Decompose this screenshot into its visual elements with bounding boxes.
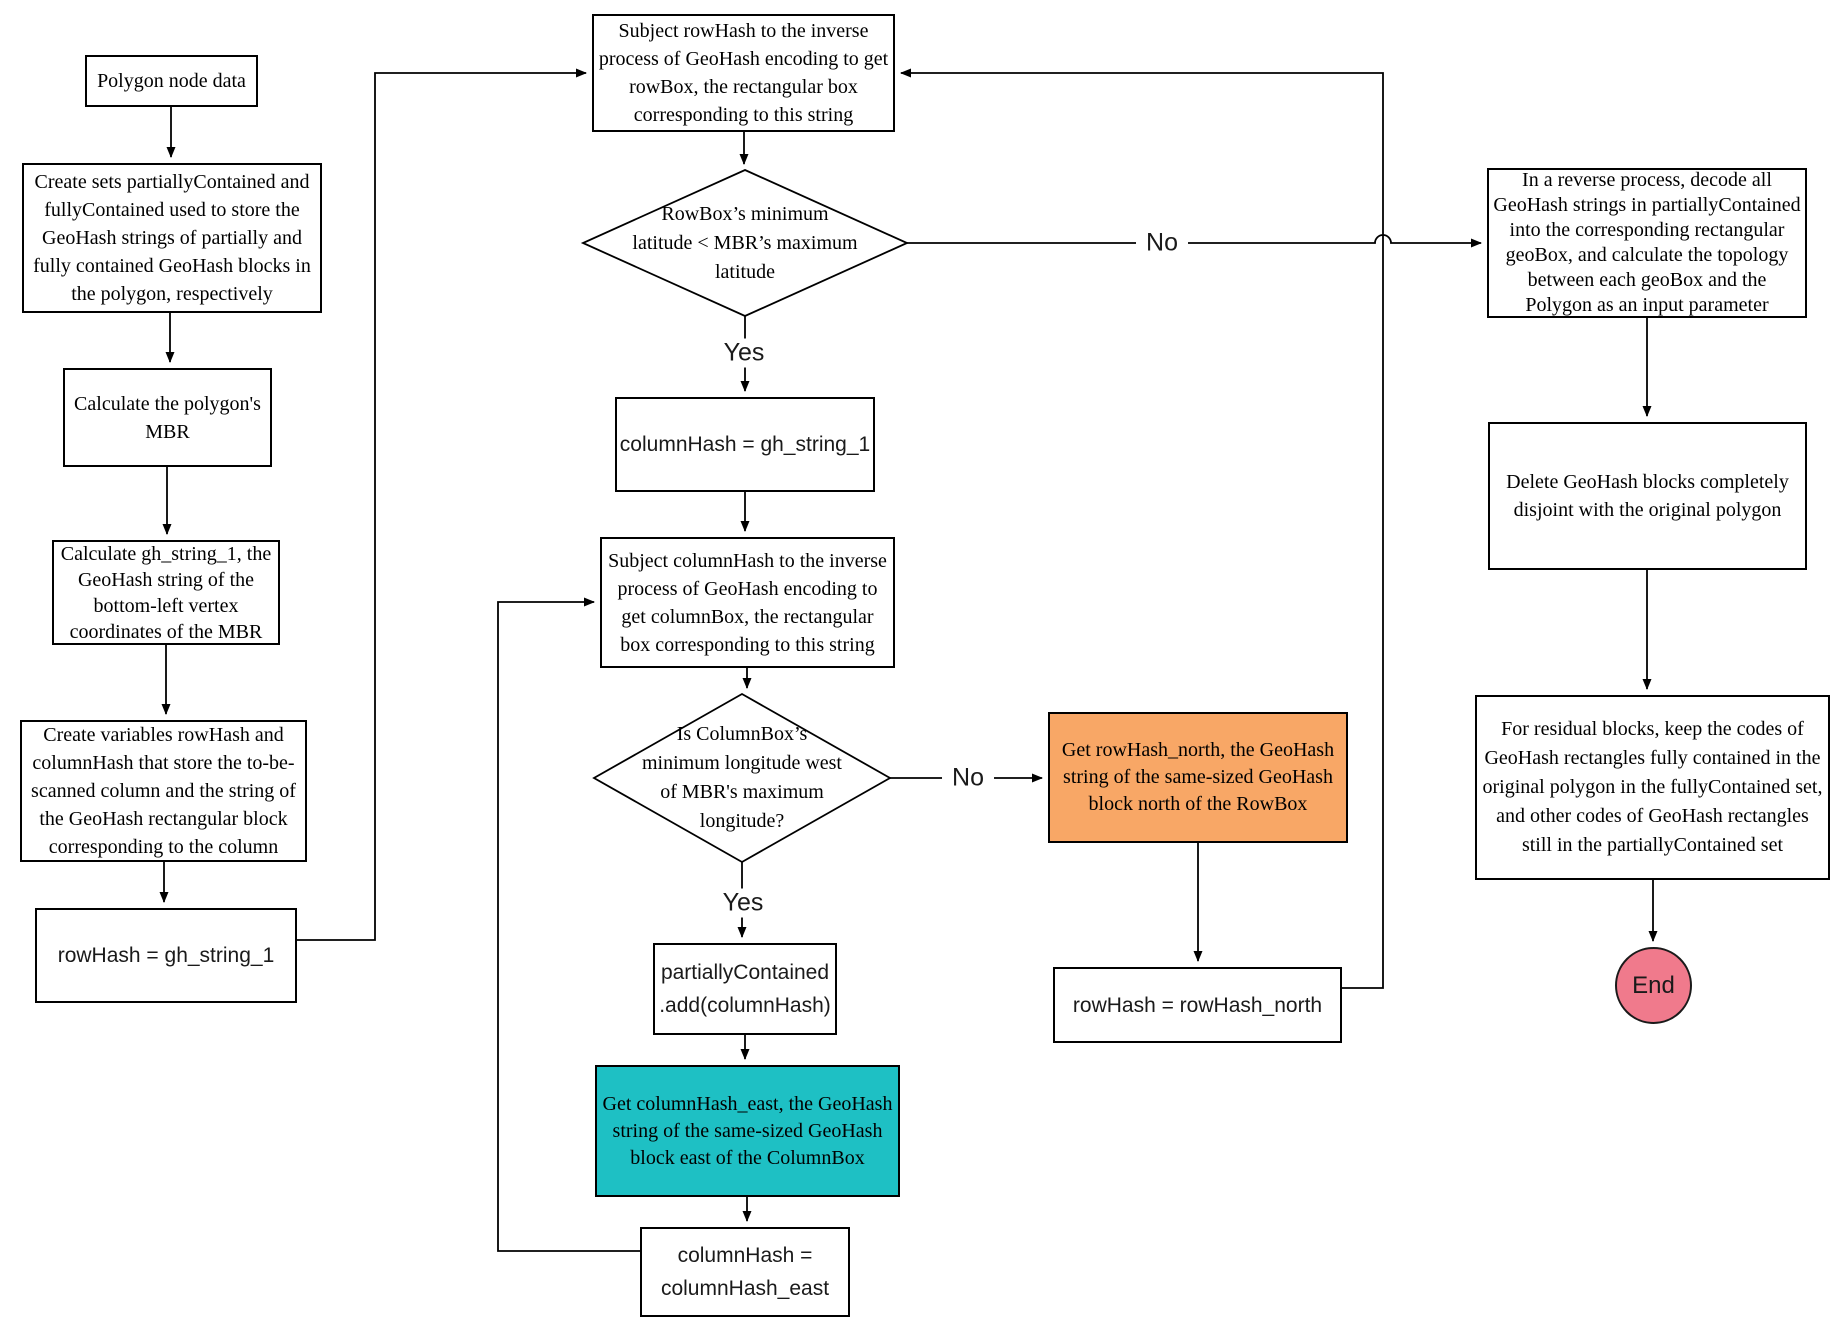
edge-label-row-no: No — [1136, 228, 1188, 258]
node-residual-blocks: For residual blocks, keep the codes of G… — [1475, 695, 1830, 880]
node-rowhash-assign: rowHash = gh_string_1 — [35, 908, 297, 1003]
node-calc-gh-string: Calculate gh_string_1, the GeoHash strin… — [52, 540, 280, 645]
node-create-sets: Create sets partiallyContained and fully… — [22, 163, 322, 313]
node-reverse-decode: In a reverse process, decode all GeoHash… — [1487, 168, 1807, 318]
column-decision-label: Is ColumnBox’s minimum longitude west of… — [642, 723, 842, 832]
node-polygon-node-data: Polygon node data — [85, 55, 258, 107]
edge-label-column-no: No — [942, 763, 994, 793]
arrow-north-loop — [900, 68, 1384, 989]
row-decision-diamond — [580, 169, 910, 317]
edge-label-row-yes: Yes — [713, 338, 775, 368]
edge-label-column-yes: Yes — [712, 888, 774, 918]
arrow-rowhash-to-subject-rowhash — [297, 68, 587, 941]
arrow-row-decision-no — [907, 234, 1482, 248]
node-get-columnhash-east: Get columnHash_east, the GeoHash string … — [595, 1065, 900, 1197]
node-subject-columnhash: Subject columnHash to the inverse proces… — [600, 537, 895, 668]
node-columnhash-east-assign: columnHash = columnHash_east — [640, 1227, 850, 1317]
node-delete-blocks: Delete GeoHash blocks completely disjoin… — [1488, 422, 1807, 570]
node-columnhash-assign: columnHash = gh_string_1 — [615, 397, 875, 492]
node-end-terminal: End — [1615, 947, 1692, 1024]
node-calc-mbr: Calculate the polygon's MBR — [63, 368, 272, 467]
node-partially-add: partiallyContained .add(columnHash) — [653, 943, 837, 1035]
arrow-east-loop — [497, 597, 640, 1252]
node-create-vars: Create variables rowHash and columnHash … — [20, 720, 307, 862]
column-decision-diamond — [592, 692, 892, 864]
row-decision-label: RowBox’s minimum latitude < MBR’s maximu… — [632, 202, 858, 283]
node-subject-rowhash: Subject rowHash to the inverse process o… — [592, 14, 895, 132]
node-rowhash-north-assign: rowHash = rowHash_north — [1053, 967, 1342, 1043]
node-get-rowhash-north: Get rowHash_north, the GeoHash string of… — [1048, 712, 1348, 843]
